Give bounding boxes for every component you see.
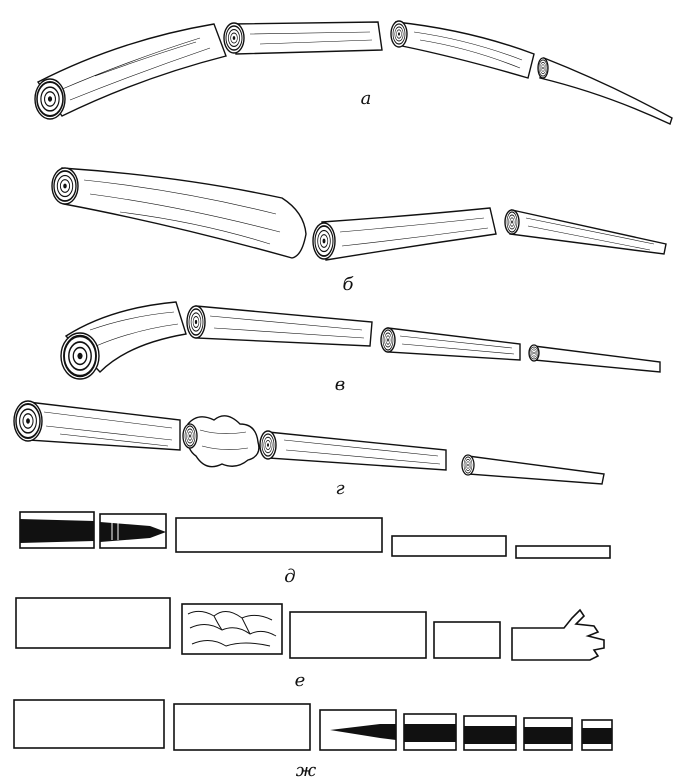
- panel-a-log-4: [538, 58, 672, 124]
- panel-a-log-3: [391, 21, 534, 78]
- panel-b: б: [52, 168, 666, 295]
- panel-v-log-1: [61, 302, 186, 379]
- panel-g-log-1: [14, 401, 180, 450]
- panel-d-log-4: [392, 536, 506, 556]
- panel-v-log-4: [529, 345, 660, 372]
- panel-a-log-2: [224, 22, 382, 54]
- panel-e-log-1: [16, 598, 170, 648]
- panel-a: а: [35, 21, 672, 124]
- panel-g: г: [14, 401, 604, 499]
- panel-g-label: г: [335, 478, 344, 499]
- panel-b-label: б: [343, 274, 355, 295]
- panel-g-log-2: [260, 431, 446, 470]
- panel-d: д: [20, 512, 610, 587]
- panel-a-log-1: [35, 24, 226, 119]
- panel-e-log-4: [434, 622, 500, 658]
- panel-e-log-3: [290, 612, 426, 658]
- panel-zh-label: ж: [296, 760, 317, 780]
- panel-d-log-5: [516, 546, 610, 558]
- panel-d-label: д: [284, 566, 295, 587]
- panel-d-log-1-rot: [20, 519, 94, 543]
- panel-zh-log-2: [174, 704, 310, 750]
- panel-a-label: а: [361, 88, 372, 109]
- panel-v-label: в: [335, 374, 345, 395]
- panel-e-label: е: [295, 670, 306, 691]
- panel-v: в: [61, 302, 660, 395]
- panel-b-log-3: [505, 210, 666, 254]
- panel-b-log-2: [313, 208, 496, 260]
- panel-v-log-3: [381, 328, 520, 360]
- panel-v-log-2: [187, 306, 372, 346]
- panel-b-log-1: [52, 168, 306, 258]
- panel-e: е: [16, 598, 604, 691]
- panel-d-log-3: [176, 518, 382, 552]
- panel-g-log-3: [462, 455, 604, 484]
- panel-zh-log-1: [14, 700, 164, 748]
- panel-g-burl: [183, 416, 259, 467]
- panel-e-log-5-forked: [512, 610, 604, 660]
- panel-zh: ж: [14, 700, 612, 780]
